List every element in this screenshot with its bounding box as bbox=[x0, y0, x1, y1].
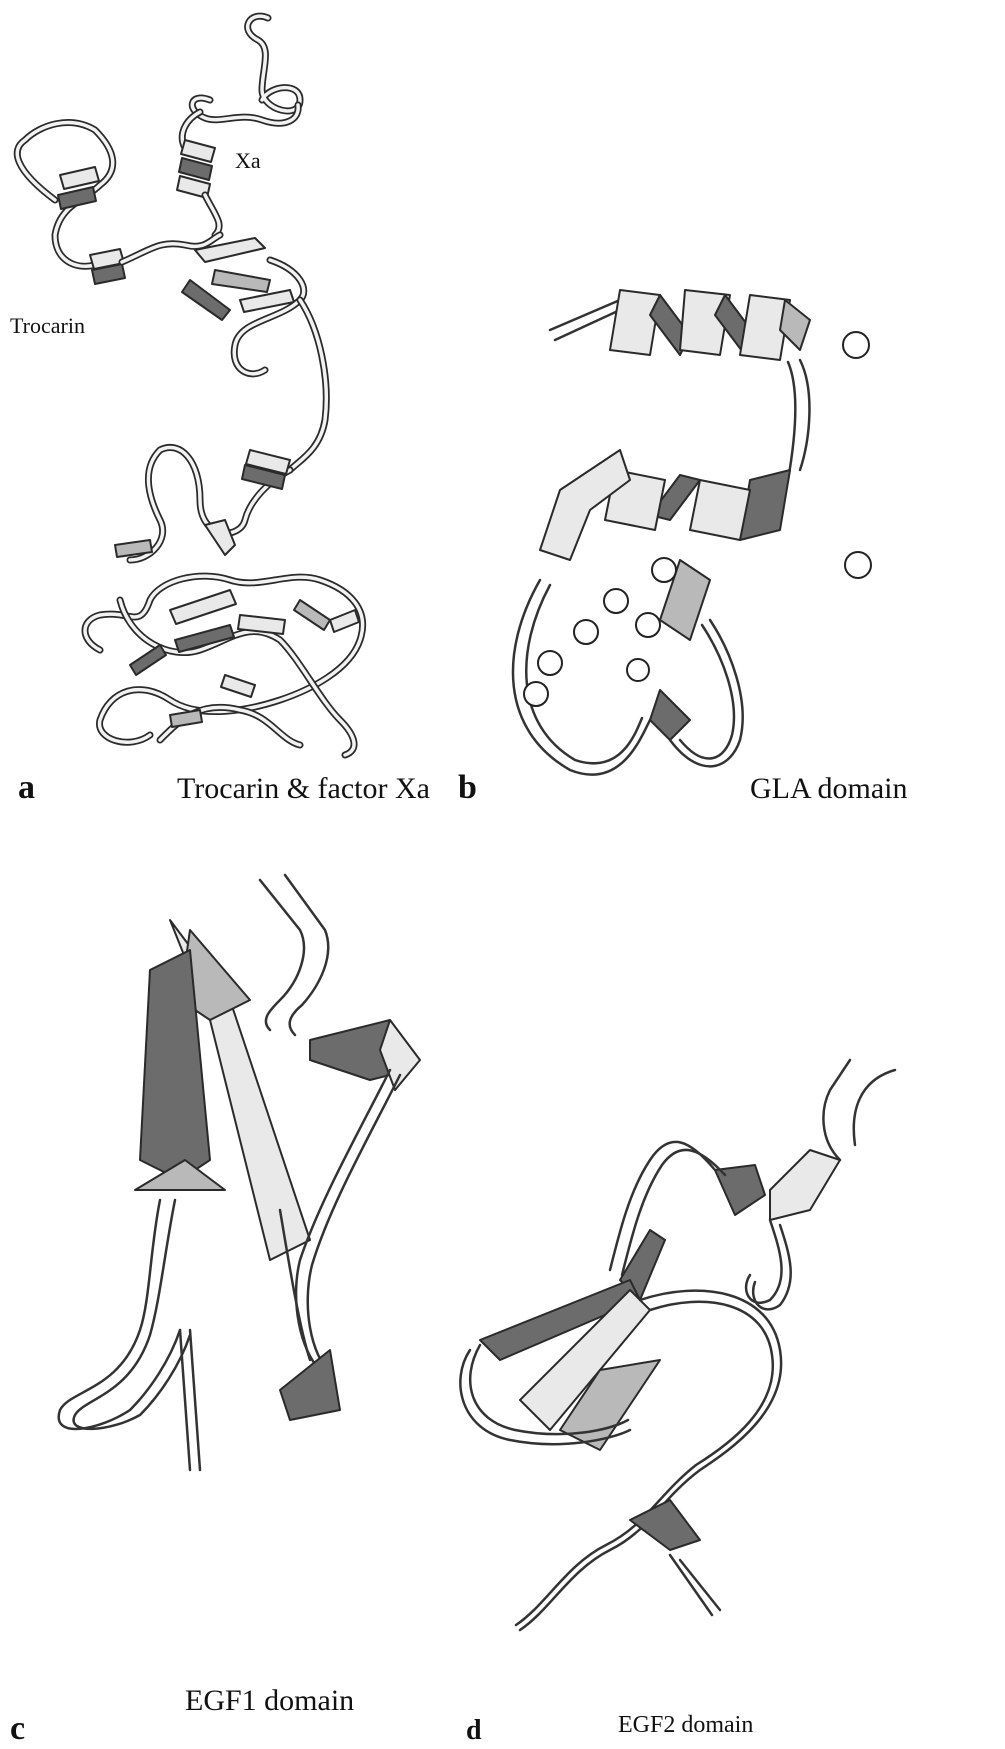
panel-c bbox=[40, 870, 470, 1510]
panel-d-caption: EGF2 domain bbox=[618, 1713, 753, 1737]
panel-d-letter: d bbox=[466, 1717, 482, 1745]
panel-b-structure-image bbox=[470, 270, 980, 790]
panel-a-caption: Trocarin & factor Xa bbox=[177, 774, 430, 804]
xa-label: Xa bbox=[235, 150, 261, 172]
panel-c-letter: c bbox=[10, 1712, 25, 1746]
panel-a-letter: a bbox=[18, 771, 35, 805]
panel-b-caption: GLA domain bbox=[750, 774, 908, 804]
panel-b-letter: b bbox=[458, 771, 477, 805]
panel-d bbox=[450, 1050, 970, 1670]
panel-c-caption: EGF1 domain bbox=[185, 1686, 354, 1716]
panel-d-structure-image bbox=[450, 1050, 970, 1670]
panel-a: Xa Trocarin bbox=[0, 0, 470, 820]
trocarin-label: Trocarin bbox=[10, 315, 85, 337]
panel-a-structure-image bbox=[0, 0, 470, 770]
panel-b bbox=[470, 270, 980, 790]
panel-c-structure-image bbox=[40, 870, 470, 1510]
